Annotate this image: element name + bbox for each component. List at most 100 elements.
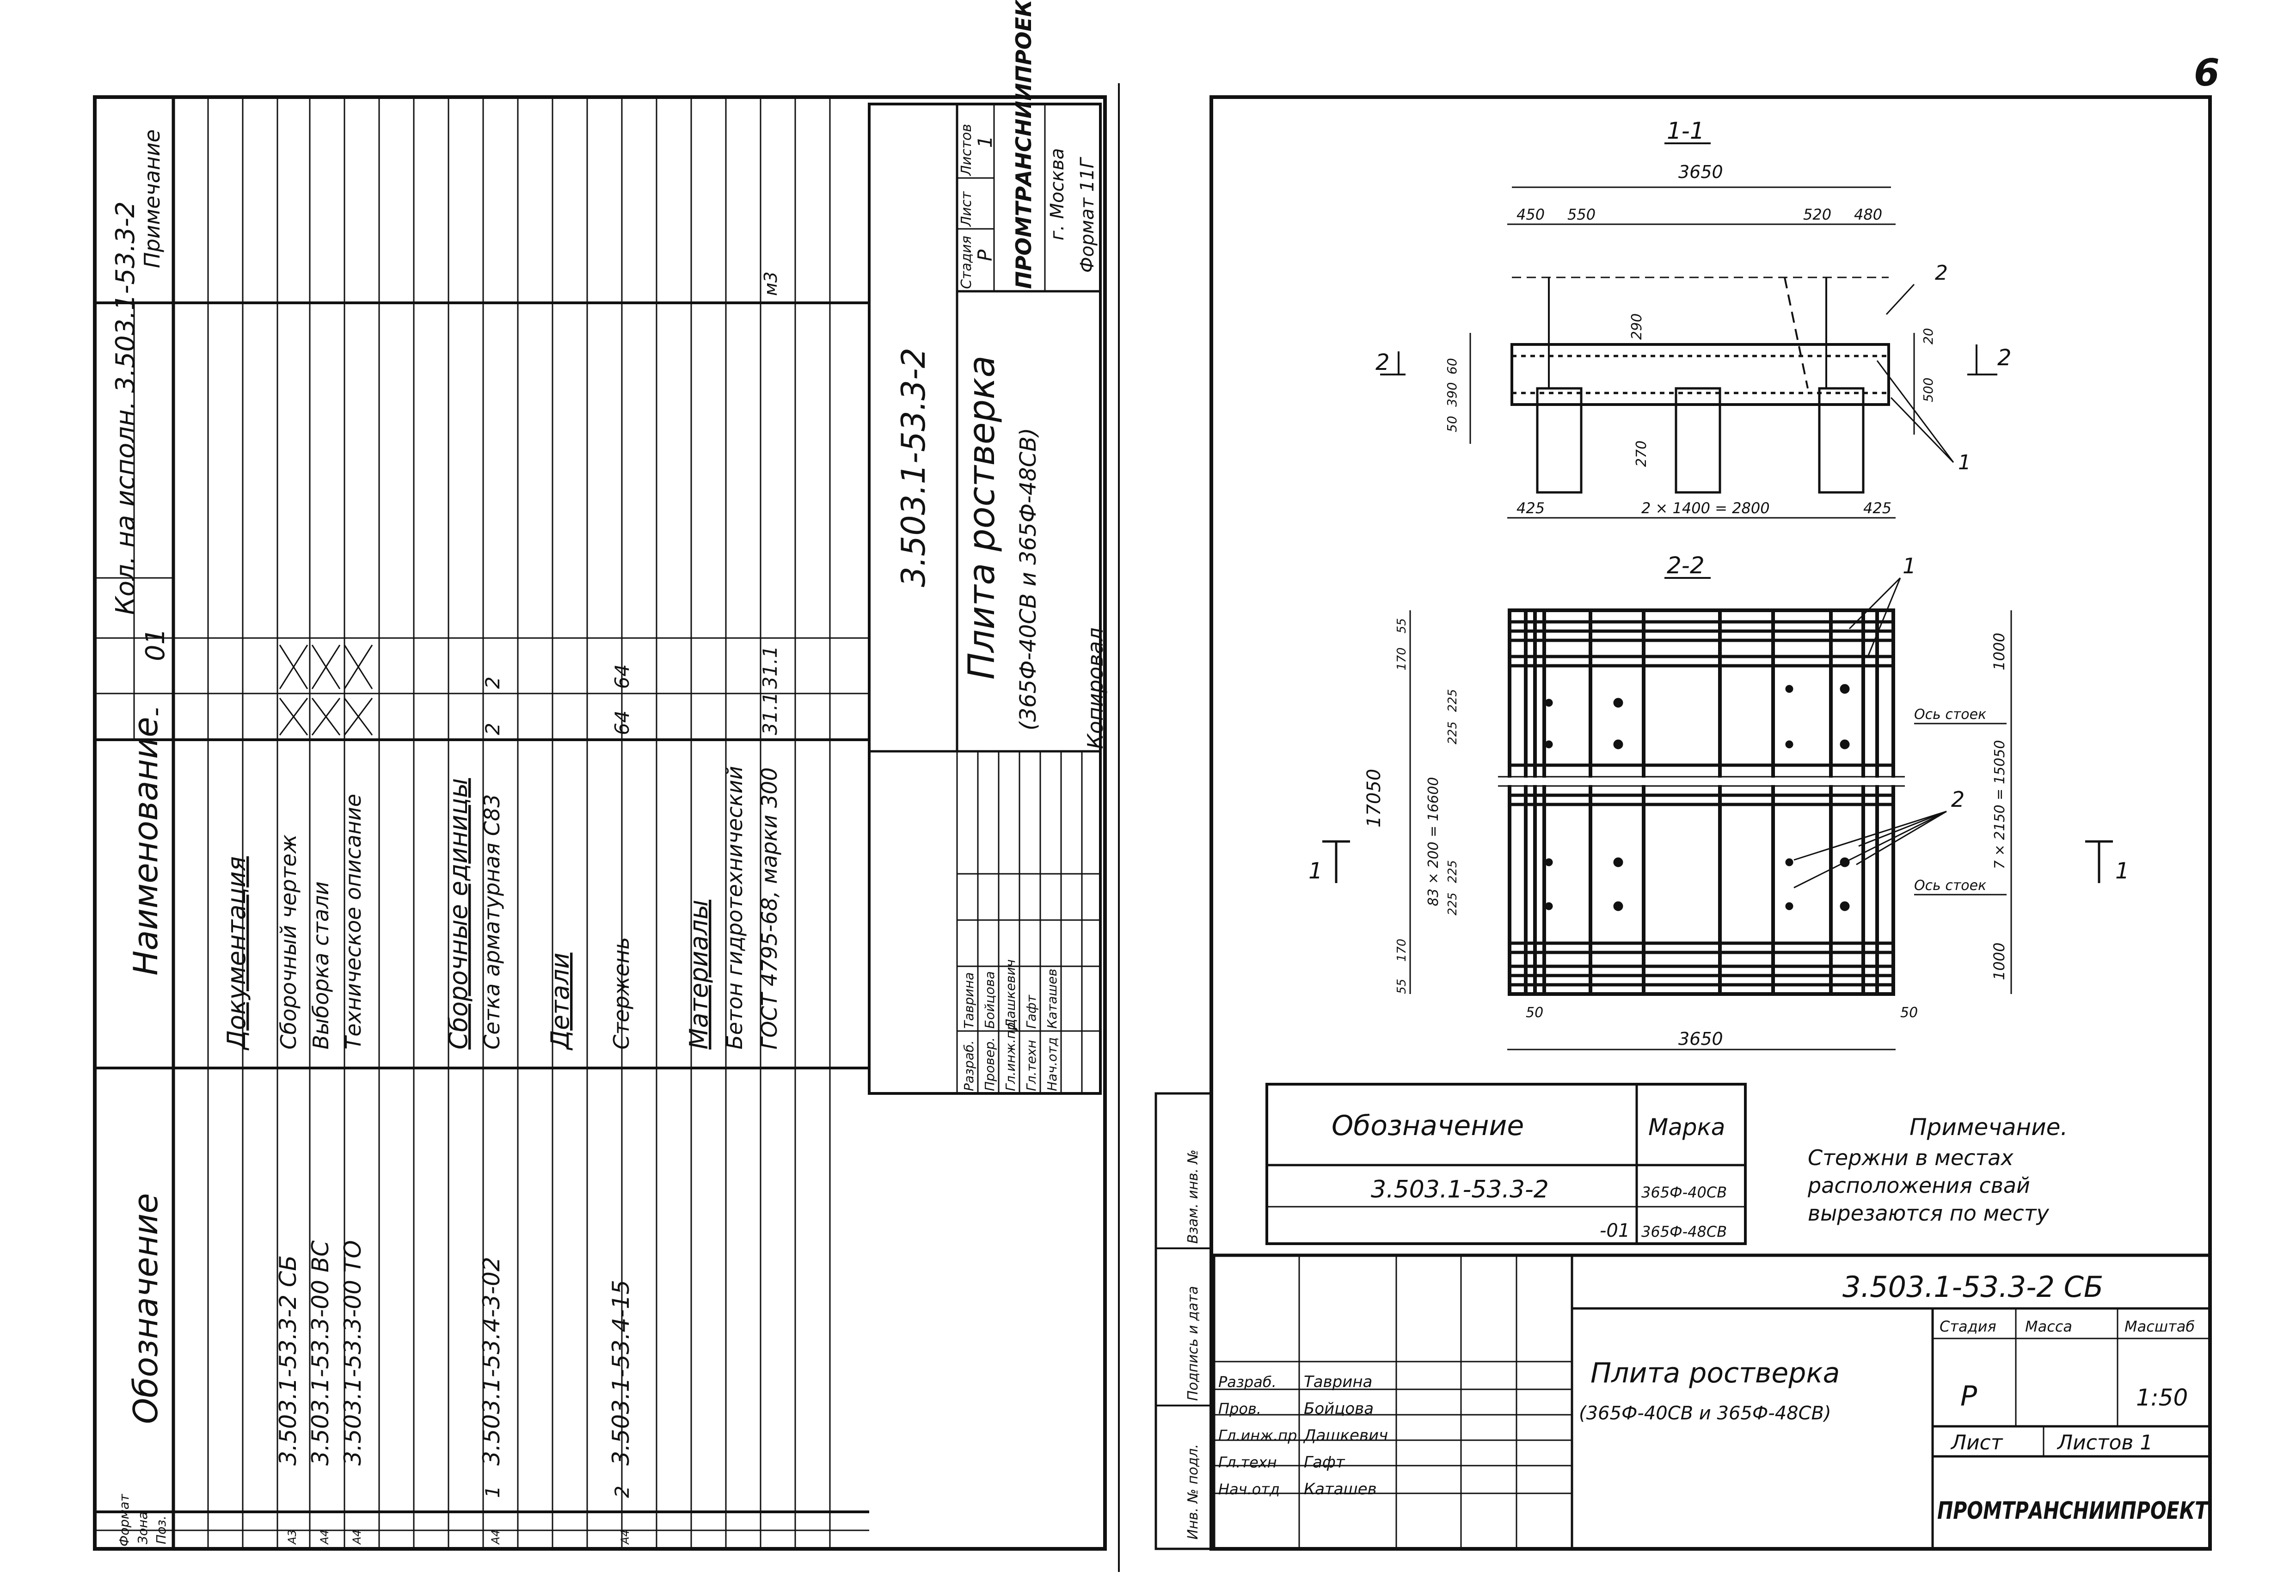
dim-225-d: 225 [1446, 892, 1460, 915]
pile-dot [1840, 901, 1850, 911]
callout-1-section: 1 [1958, 451, 1971, 474]
right-stage-label: Стадия [1940, 1318, 1996, 1335]
callout-2-grid: 2 [1951, 787, 1964, 812]
note: Примечание. Стержни в местах расположени… [1807, 1114, 2068, 1226]
pile-dot [1613, 739, 1623, 749]
pile-dot [1785, 858, 1793, 866]
dim-1000-top: 1000 [1990, 633, 2008, 670]
right-role-label: Пров. [1218, 1400, 1261, 1418]
callout-1-grid: 1 [1903, 553, 1916, 578]
pile-dot [1545, 858, 1553, 866]
left-city: г. Москва [1047, 148, 1068, 240]
cut-2-left: 2 [1375, 350, 1390, 375]
right-role-name: Дашкевич [1303, 1426, 1388, 1445]
spec-cell-q2: 31.1 [759, 645, 781, 689]
right-role-label: Разраб. [1218, 1373, 1277, 1391]
right-scale: 1:50 [2136, 1384, 2188, 1411]
side-label-inv: Инв. № подл. [1185, 1444, 1201, 1540]
section-1-1-overall: 3650 [1678, 162, 1723, 182]
pile-dots [1545, 684, 1850, 911]
spec-cell-name: Бетон гидротехнический [722, 766, 747, 1050]
cut-1-right: 1 [2115, 858, 2130, 884]
spec-cell-name: Стержень [609, 937, 634, 1050]
spec-cell-q2-cross [279, 645, 308, 689]
dim-bottom-425-left: 425 [1516, 499, 1545, 517]
axis-label-bottom: Ось стоек [1914, 878, 1986, 894]
section-2-2-label: 2-2 [1667, 552, 1705, 579]
spec-cell-format: А4 [350, 1529, 363, 1545]
dim-3650-bottom: 3650 [1678, 1029, 1723, 1049]
right-sheet: Инв. № подл. Подпись и дата Взам. инв. №… [1154, 95, 2212, 1551]
dim-225-b: 225 [1446, 721, 1460, 744]
spec-cell-name: Сетка арматурная С83 [479, 794, 504, 1050]
spec-cell-name: Сборочный чертеж [276, 834, 301, 1050]
spec-cell-name: Техническое описание [341, 794, 366, 1050]
right-role-name: Бойцова [1304, 1400, 1374, 1418]
right-role-name: Таврина [1304, 1373, 1372, 1391]
pile-dot [1613, 857, 1623, 867]
dim-50-left: 50 [1526, 1005, 1543, 1021]
dim-520: 520 [1803, 206, 1831, 223]
dim-bottom-425-right: 425 [1863, 499, 1891, 517]
cut-1-left: 1 [1308, 858, 1323, 884]
callout-2-top: 2 [1935, 261, 1948, 285]
dim-290: 290 [1629, 313, 1645, 340]
left-role-name: Таврина [961, 972, 976, 1029]
pile-dot [1613, 901, 1623, 911]
dim-15050: 7 × 2150 = 15050 [1992, 740, 2008, 869]
dim-right-20: 20 [1921, 328, 1936, 344]
left-role-name: Каташев [1044, 969, 1060, 1029]
dim-left-390: 390 [1444, 382, 1460, 407]
dim-225-a: 225 [1446, 689, 1460, 712]
side-label-sign: Подпись и дата [1185, 1286, 1201, 1401]
section-1-1-label: 1-1 [1667, 117, 1705, 144]
section-1-1: 1-1 3650 450 550 520 480 290 270 50 [1375, 117, 2012, 519]
dim-1000-bottom: 1000 [1990, 943, 2008, 980]
right-org: ПРОМТРАНСНИИПРОЕКТ [1937, 1497, 2209, 1525]
axis-label-top: Ось стоек [1914, 706, 1986, 723]
spec-header-format: Формат [117, 1494, 132, 1547]
dim-550: 550 [1567, 206, 1596, 223]
left-copied: Копировал [1083, 627, 1108, 749]
left-role-name: Гафт [1024, 994, 1039, 1029]
spec-section-title: Материалы [684, 900, 713, 1050]
right-role-label: Гл.техн [1218, 1454, 1277, 1471]
spec-header-pos: Поз. [153, 1516, 169, 1544]
section-2-2: 2-2 17050 83 × 200 = 16600 55 170 225 22… [1308, 552, 2130, 1050]
left-stage: Р [974, 249, 996, 261]
right-role-name: Гафт [1304, 1453, 1345, 1472]
dim-55-bottom: 55 [1395, 979, 1409, 994]
right-role-label: Нач.отд [1218, 1480, 1280, 1498]
spec-section-title: Документация [222, 856, 251, 1050]
right-sheet-label: Лист [1950, 1431, 2003, 1455]
mark-row1-designation: 3.503.1-53.3-2 [1371, 1176, 1549, 1203]
spec-cell-designation: 3.503.1-53.4-3-02 [478, 1257, 505, 1466]
right-mass-label: Масса [2025, 1318, 2072, 1335]
mark-row2-mark: 365Ф-48СВ [1641, 1223, 1727, 1240]
spec-cell-name: ГОСТ 4795-68, марки 300 [757, 767, 782, 1050]
pile-dot [1840, 684, 1850, 694]
side-label-replace: Взам. инв. № [1185, 1149, 1201, 1244]
spec-cell-q1: 64 [611, 711, 633, 735]
pile-dot [1785, 902, 1793, 910]
dim-16600: 83 × 200 = 16600 [1425, 777, 1442, 906]
spec-cell-q2: 2 [481, 676, 504, 689]
left-role-name: Дашкевич [1003, 959, 1018, 1030]
dim-270: 270 [1633, 441, 1650, 467]
dim-450: 450 [1516, 206, 1545, 223]
left-role-label: Разраб. [961, 1040, 976, 1091]
right-sheets-label: Листов 1 [2057, 1431, 2153, 1455]
note-line1: Стержни в местах [1808, 1145, 2014, 1170]
mark-row1-mark: 365Ф-40СВ [1641, 1184, 1727, 1201]
spec-cell-q1: 2 [481, 723, 504, 735]
spec-cell-q1: 31.1 [759, 692, 781, 735]
note-line2: расположения свай [1807, 1173, 2030, 1198]
spec-cell-q1-cross [344, 698, 373, 736]
spec-header-dash: - [141, 707, 171, 717]
left-title: Плита ростверка [961, 356, 1003, 680]
dim-480: 480 [1854, 206, 1882, 223]
dim-bottom-2800: 2 × 1400 = 2800 [1641, 499, 1770, 517]
